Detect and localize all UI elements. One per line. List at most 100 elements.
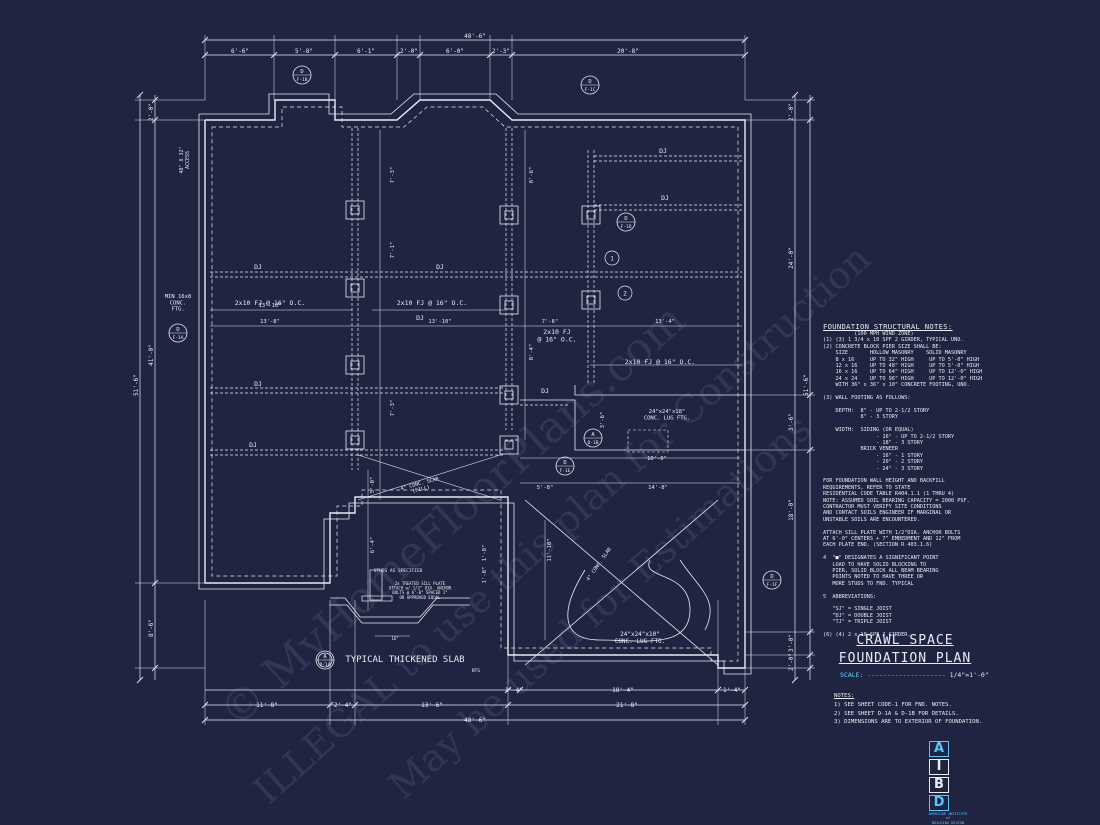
interior-dimension: 6'-4" — [370, 537, 376, 554]
dim-tick — [504, 686, 512, 694]
section-tag-letter: A — [323, 654, 327, 660]
right-dimension: 18'-0" — [788, 499, 795, 521]
lug-footing-curve — [679, 559, 711, 631]
dim-tick — [151, 579, 159, 587]
notes-line: WITH 36" x 36" x 10" CONCRETE FOOTING, U… — [823, 382, 970, 389]
foundation-structural-notes: FOUNDATION STRUCTURAL NOTES: (100 MPH WI… — [823, 322, 1093, 639]
foundation-wall-outline — [198, 93, 752, 675]
bottom-dimension: 21'-8" — [616, 702, 638, 709]
interior-dimension: 1'-8" — [482, 567, 488, 584]
pier-core — [504, 390, 514, 400]
interior-dimension: 7'-3" — [390, 400, 396, 417]
lug-footing-note: CONC. LUG FTG. — [644, 415, 690, 421]
callout-circle — [604, 250, 620, 266]
aibd-logo: A I B D AMERICAN INSTITUTE of BUILDING D… — [928, 740, 972, 825]
notes-line: - 16" - 1 STORY — [823, 452, 923, 459]
pier — [499, 295, 519, 315]
interior-dimension: 1'-8" — [482, 545, 488, 562]
callout-number: 2 — [623, 291, 627, 298]
dim-tick — [486, 51, 494, 59]
notes-line: REQUIREMENTS, REFER TO STATE — [823, 484, 911, 491]
top-dimension: 6'-1" — [357, 48, 375, 55]
pier-core — [504, 300, 514, 310]
detail-stud — [369, 569, 383, 601]
dim-tick — [331, 51, 339, 59]
notes-line: 12 x 16 UP TO 48" HIGH UP TO 5'-0" HIGH — [823, 363, 980, 370]
joist-label: DJ — [254, 263, 262, 271]
footing-note: MIN 16x8 — [165, 294, 192, 300]
dim-tick — [351, 701, 359, 709]
dim-tick — [806, 96, 814, 104]
notes-line: 5 ABBREVIATIONS: — [823, 593, 877, 600]
interior-dimension: 5'-0" — [370, 477, 376, 494]
lug-footing-note: 24"x24"x10" — [649, 409, 685, 415]
detail-note: STUDS AS SPECIFIED — [374, 568, 423, 574]
right-dimension: 24'-0" — [788, 247, 795, 269]
general-notes-title: NOTES: — [834, 693, 855, 699]
notes-line: PIER, SOLID BLOCK ALL BEAM BEARING — [823, 568, 939, 575]
notes-line: LOAD TO HAVE SOLID BLOCKING TO — [823, 561, 927, 568]
detail-note: BOLTS @ 6'-0" SPACED 1" — [392, 590, 447, 595]
dim-tick — [741, 51, 749, 59]
lug-footing-note: CONC. LUG FTG. — [615, 638, 666, 645]
detail-slab-profile — [330, 604, 470, 624]
notes-line: (6) (4) 2 x 10 SPF 2 GIRDER. — [823, 632, 911, 639]
dim-tick — [136, 676, 144, 684]
left-dimension: 41'-0" — [148, 344, 155, 366]
section-tag-sheet: D-1B — [588, 440, 599, 446]
pier — [581, 205, 601, 225]
dim-tick — [393, 51, 401, 59]
framing-note: 2x10 FJ — [543, 328, 570, 336]
pier — [499, 205, 519, 225]
pier — [499, 385, 519, 405]
detail-note: ATTACH w/ 1/2" DIA. ANCHOR — [389, 586, 452, 591]
foundation-wall-outline — [211, 106, 739, 662]
logo-letter-i: I — [929, 759, 949, 775]
dim-tick — [806, 446, 814, 454]
notes-line: (1) (3) 1 3/4 x 10 SPF 2 GIRDER, TYPICAL… — [823, 337, 964, 344]
dim-tick — [806, 664, 814, 672]
logo-letter-a: A — [929, 741, 949, 757]
joist-label: DJ — [659, 147, 667, 155]
drawing-title-line1: CRAWL SPACE — [856, 633, 954, 648]
dim-tick — [806, 651, 814, 659]
callout-circle — [617, 285, 633, 301]
notes-line: SIZE HOLLOW MASONRY SOLID MASONRY — [823, 350, 967, 357]
overall-left-dimension: 51'-6" — [133, 374, 140, 396]
notes-line: CONTRACTOR MUST VERIFY SITE CONDITIONS — [823, 503, 942, 510]
slab-diagonal — [524, 499, 719, 666]
notes-line: 8" - 3 STORY — [823, 414, 898, 421]
footing-note: CONC. — [170, 300, 187, 306]
access-note: 48" X 32" — [179, 146, 185, 173]
interior-dimension: 13'-10" — [258, 303, 281, 309]
lug-footing-curve — [567, 559, 691, 642]
section-tag-sheet: D-1A — [320, 662, 331, 668]
notes-line: 24 x 24 UP TO 96" HIGH UP TO 12'-0" HIGH — [823, 375, 983, 382]
interior-dimension: 11'-10" — [547, 538, 553, 561]
interior-dimension: 8'-4" — [529, 344, 535, 361]
dim-tick — [136, 91, 144, 99]
access-note: ACCESS — [185, 151, 191, 169]
detail-note: OR APPROVED EQUAL — [400, 595, 442, 600]
interior-dimension: 8'-6" — [529, 167, 535, 184]
dim-tick — [151, 96, 159, 104]
notes-line: - 24" - 3 STORY — [823, 465, 923, 472]
overall-top-dimension: 48'-6" — [464, 33, 486, 40]
detail-note: 2x TREATED SILL PLATE — [395, 581, 446, 586]
general-note-3: 3) DIMENSIONS ARE TO EXTERIOR OF FOUNDAT… — [834, 719, 983, 726]
right-dimension: 3'-0" — [788, 634, 795, 652]
framing-note: 2x10 FJ @ 16" O.C. — [625, 358, 695, 366]
interior-dimension: 13'-10" — [428, 319, 451, 325]
pier — [581, 290, 601, 310]
bottom-dimension: 13'-6" — [421, 702, 443, 709]
step-line — [520, 399, 745, 451]
pier — [345, 278, 365, 298]
right-dimension: 3'-6" — [788, 413, 795, 431]
dim-tick — [791, 91, 799, 99]
detail-title-marker — [317, 652, 333, 668]
dim-tick — [326, 701, 334, 709]
notes-line: NOTE: ASSUMED SOIL BEARING CAPACITY = 20… — [823, 497, 970, 504]
top-dimension: 2'-0" — [400, 48, 418, 55]
step-line — [574, 385, 745, 396]
dim-tick — [714, 686, 722, 694]
